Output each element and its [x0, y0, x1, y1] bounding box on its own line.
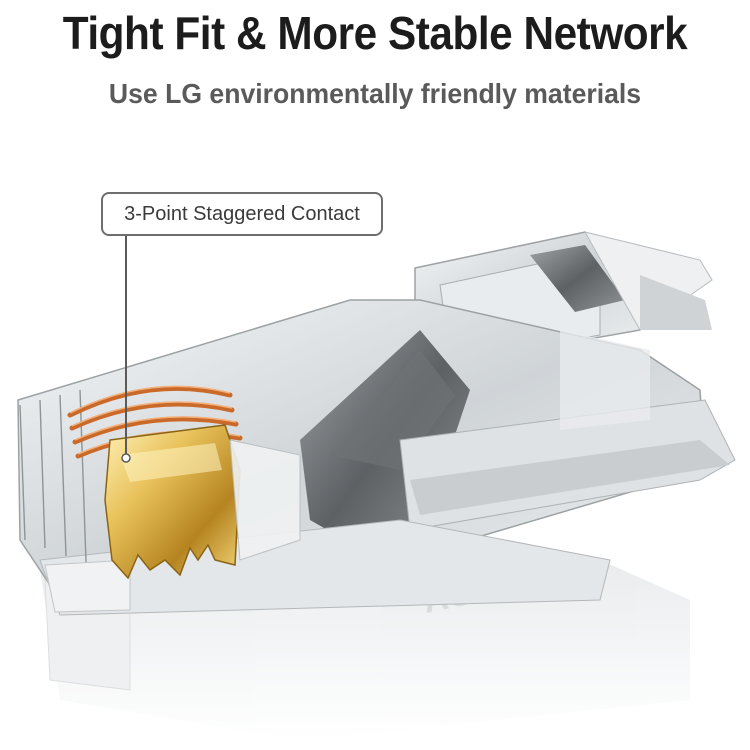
callout-label-box: 3-Point Staggered Contact: [101, 192, 383, 236]
callout-label: 3-Point Staggered Contact: [124, 202, 360, 225]
gold-contact-blade: [104, 424, 301, 580]
headline: Tight Fit & More Stable Network: [62, 7, 688, 59]
subheadline: Use LG environmentally friendly material…: [108, 78, 642, 109]
front-slot-ribs: [19, 389, 87, 563]
callout-dot: [121, 453, 131, 463]
